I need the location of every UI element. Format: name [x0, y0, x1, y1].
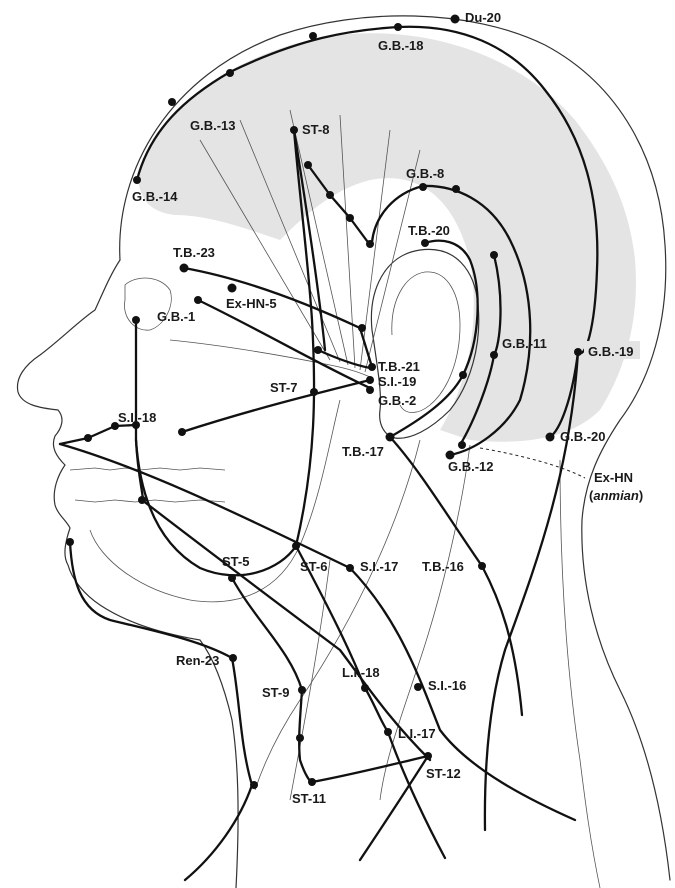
tb21-dot: [368, 363, 376, 371]
label-si17: S.I.-17: [360, 559, 398, 574]
label-gb18: G.B.-18: [378, 38, 424, 53]
st7-dot: [310, 388, 318, 396]
label-tb23: T.B.-23: [173, 245, 215, 260]
gb8-dot-d: [366, 240, 374, 248]
st9-dot: [298, 686, 306, 694]
si16-dot: [414, 683, 422, 691]
label-si16: S.I.-16: [428, 678, 466, 693]
label-st6: ST-6: [300, 559, 327, 574]
label-st12: ST-12: [426, 766, 461, 781]
ren-neck-dot: [250, 781, 258, 789]
label-gb12: G.B.-12: [448, 459, 494, 474]
gb19-dot: [574, 348, 582, 356]
gb18-dot-a: [394, 23, 402, 31]
gb13-dot: [168, 98, 176, 106]
label-gb19: G.B.-19: [588, 344, 634, 359]
label-anmian-2: (anmian): [589, 488, 643, 503]
gb20-dot: [546, 433, 555, 442]
label-ren23: Ren-23: [176, 653, 219, 668]
gb18-dot-b: [309, 32, 317, 40]
exhn5-dot: [228, 284, 237, 293]
tb23-dot: [180, 264, 189, 273]
label-si19: S.I.-19: [378, 374, 416, 389]
neck-muscle-3: [290, 560, 330, 800]
lip-dot-a: [84, 434, 92, 442]
label-du20: Du-20: [465, 10, 501, 25]
label-gb2: G.B.-2: [378, 393, 416, 408]
label-st5: ST-5: [222, 554, 249, 569]
li18-dot: [361, 684, 369, 692]
si18-dot: [178, 428, 186, 436]
teeth-lower: [75, 500, 225, 502]
st-temple-dot: [314, 346, 322, 354]
du20-dot: [451, 15, 460, 24]
ear-back-dot: [459, 371, 467, 379]
gb2-dot: [366, 386, 374, 394]
label-gb13: G.B.-13: [190, 118, 236, 133]
label-st7: ST-7: [270, 380, 297, 395]
gb12-dot-b: [458, 441, 466, 449]
ren23-upper-dot: [66, 538, 74, 546]
tb17-dot: [386, 433, 395, 442]
ear-inner: [392, 272, 460, 413]
gb8-dot: [419, 183, 427, 191]
label-gb20: G.B.-20: [560, 429, 606, 444]
gb8-dot-e: [452, 185, 460, 193]
label-li18: L.I.-18: [342, 665, 380, 680]
neck-muscle-1: [255, 440, 420, 790]
label-tb17: T.B.-17: [342, 444, 384, 459]
label-tb20: T.B.-20: [408, 223, 450, 238]
jaw-dot: [138, 496, 146, 504]
tb-neck-line: [390, 437, 522, 715]
tb20-dot: [421, 239, 429, 247]
label-gb1: G.B.-1: [157, 309, 195, 324]
gb14-dot: [133, 176, 141, 184]
label-st9: ST-9: [262, 685, 289, 700]
label-tb21: T.B.-21: [378, 359, 420, 374]
st-12-line: [312, 756, 428, 860]
label-anmian-1: Ex-HN: [594, 470, 633, 485]
trapezius-edge: [560, 460, 600, 888]
gb11-dot: [490, 351, 498, 359]
label-si18: S.I.-18: [118, 410, 156, 425]
label-gb8: G.B.-8: [406, 166, 444, 181]
st6-dot: [292, 542, 300, 550]
ear-top-dot: [358, 324, 366, 332]
gb-behind-ear-dot: [490, 251, 498, 259]
jaw-curve: [136, 440, 296, 575]
tb16-dot: [478, 562, 486, 570]
ren23-dot: [229, 654, 237, 662]
gb-1-line: [198, 300, 370, 388]
st8-dot: [290, 126, 298, 134]
gb1-dot: [194, 296, 202, 304]
face-top-dot: [132, 316, 140, 324]
st12-dot: [424, 752, 432, 760]
st11-dot: [308, 778, 316, 786]
label-gb11: G.B.-11: [502, 336, 547, 351]
gb8-dot-c: [346, 214, 354, 222]
lip-line: [60, 425, 136, 444]
gb8-dot-a: [304, 161, 312, 169]
si19-dot: [366, 376, 374, 384]
anmian-leader: [480, 448, 585, 478]
gb18-dot-c: [226, 69, 234, 77]
si17-dot: [346, 564, 354, 572]
st5-dot: [228, 574, 236, 582]
label-gb14: G.B.-14: [132, 189, 178, 204]
li17-dot: [384, 728, 392, 736]
teeth-upper: [70, 468, 225, 470]
tb-23-line: [184, 268, 372, 367]
st-neck-dot: [296, 734, 304, 742]
gb8-dot-b: [326, 191, 334, 199]
label-st11: ST-11: [292, 791, 326, 806]
label-st8: ST-8: [302, 122, 329, 137]
ren-line: [70, 542, 252, 880]
label-exhn5: Ex-HN-5: [226, 296, 277, 311]
label-li17: L.I.-17: [398, 726, 436, 741]
label-tb16: T.B.-16: [422, 559, 464, 574]
